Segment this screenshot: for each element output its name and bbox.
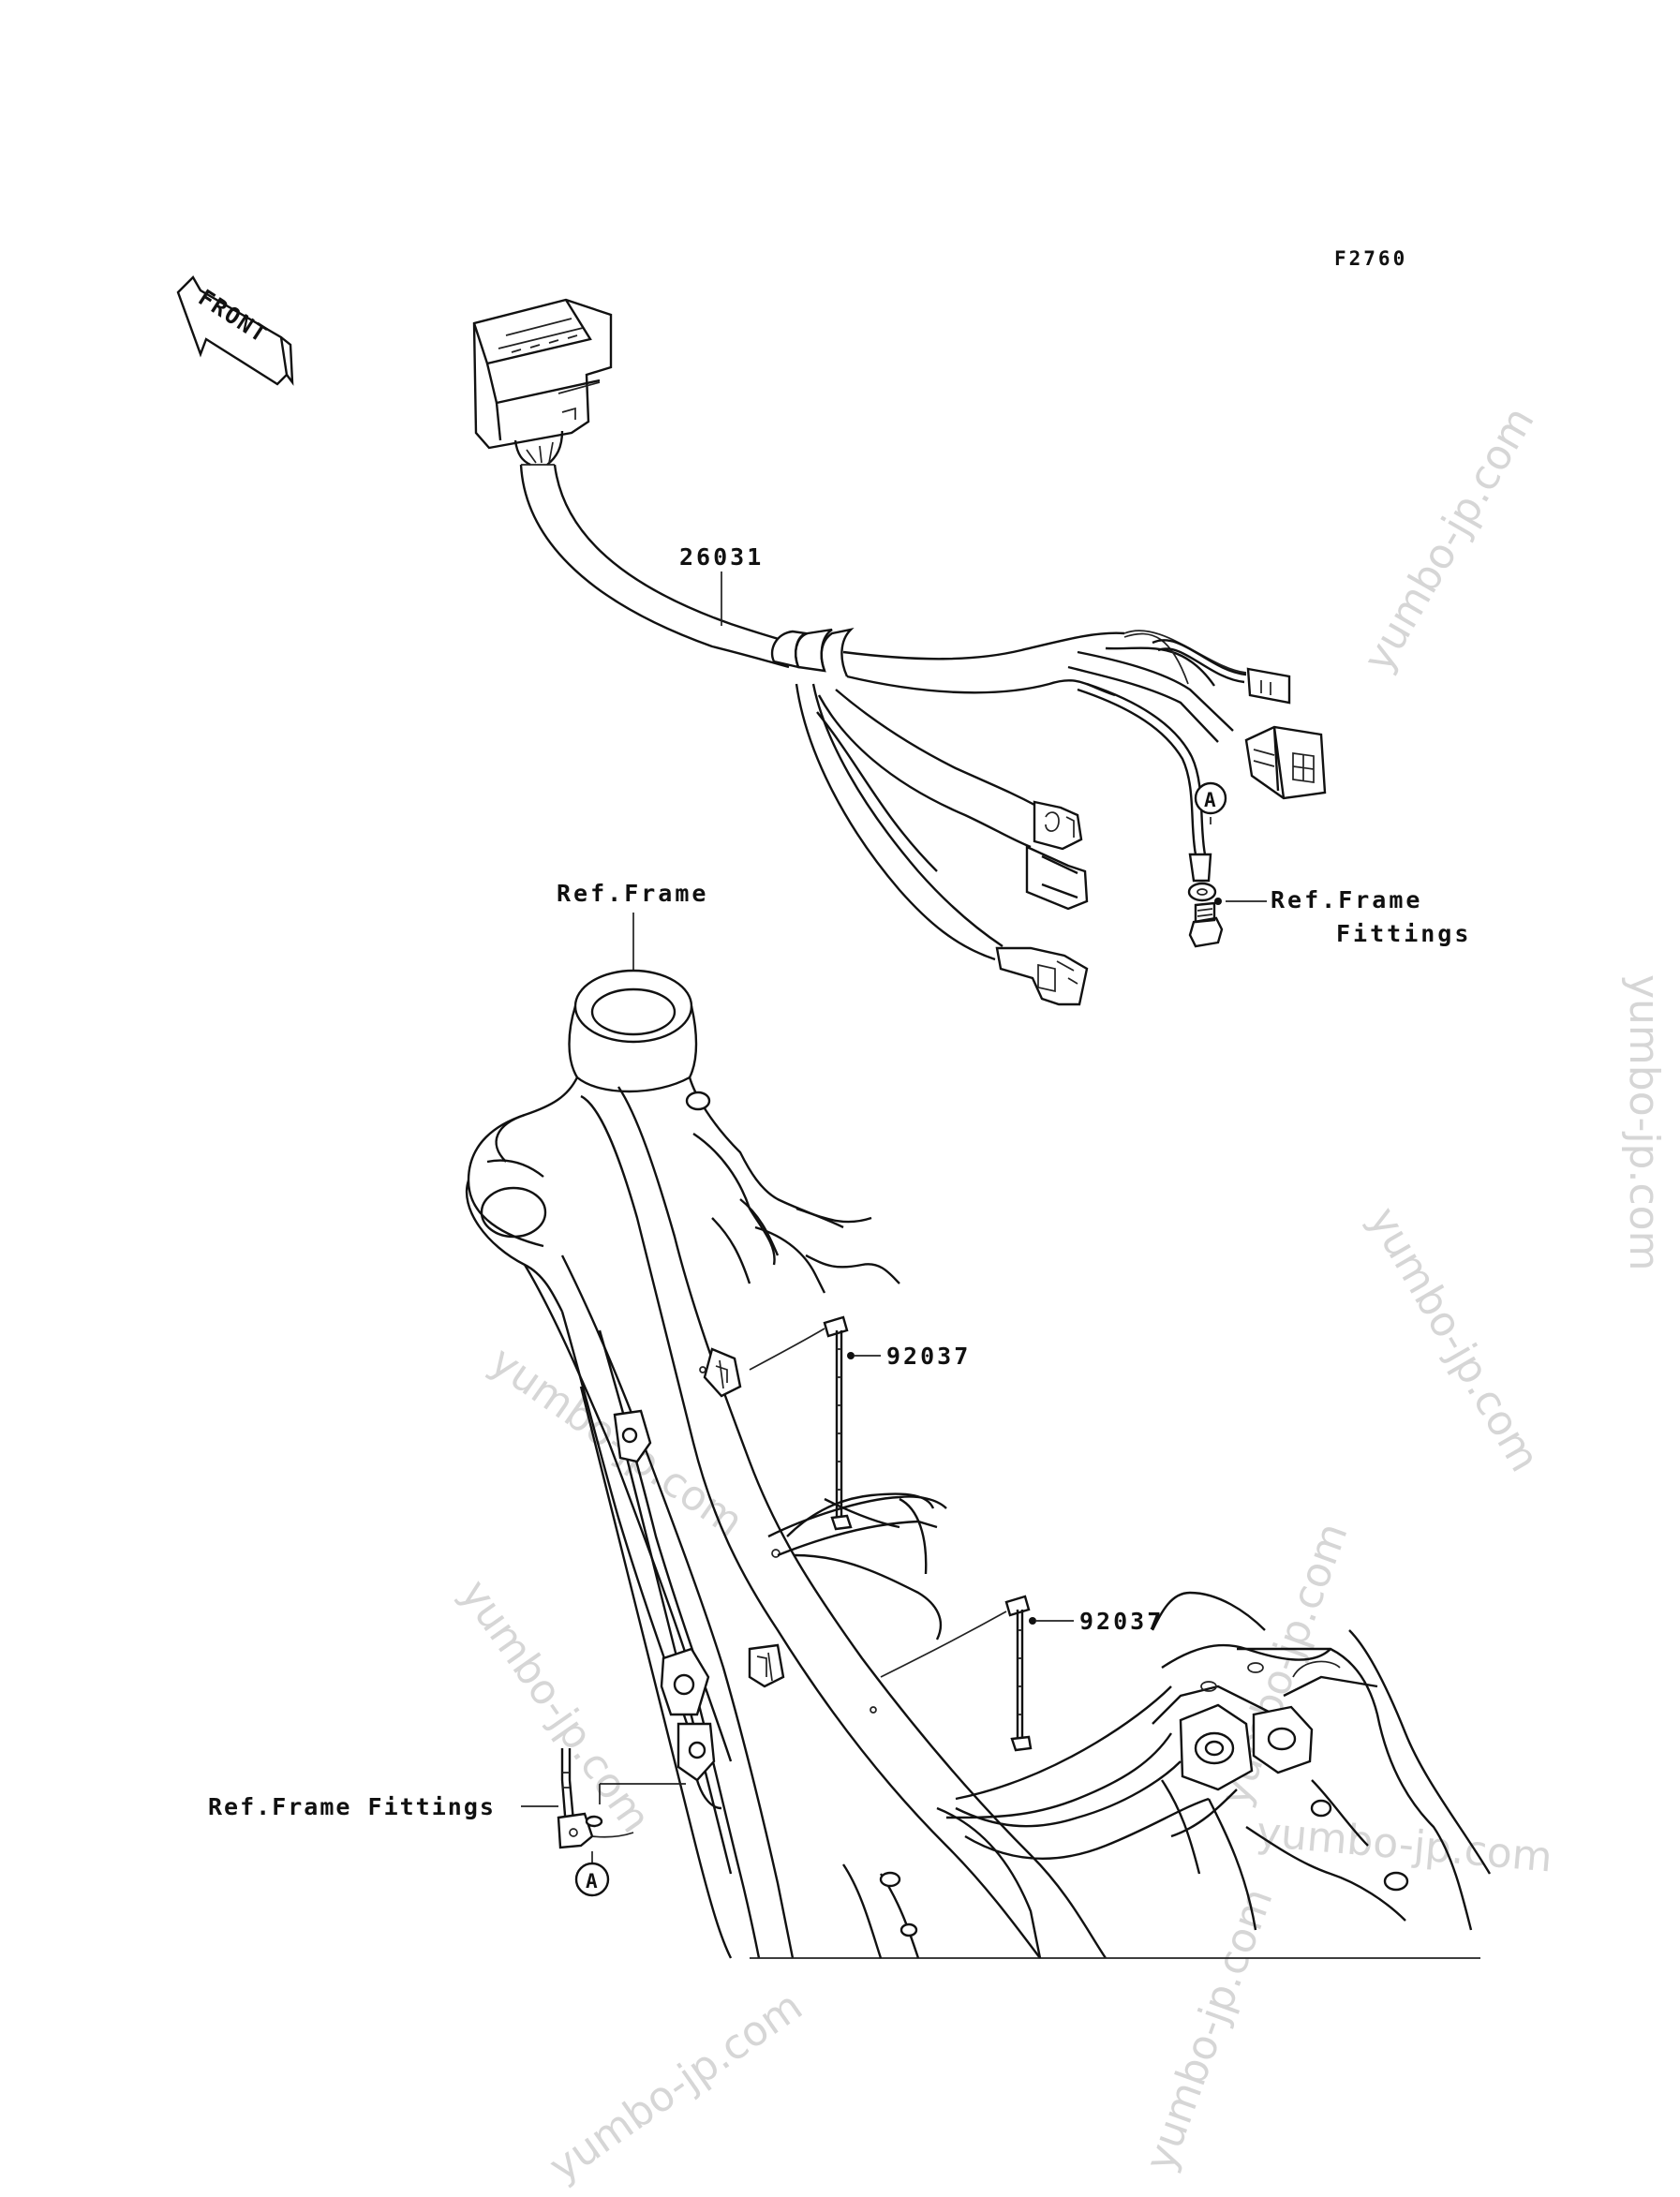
wiring-harness: A xyxy=(472,298,1327,1006)
leader-dot xyxy=(1214,898,1222,905)
watermark: yumbo-jp.com xyxy=(1255,1808,1554,1881)
clamp-92037-lower xyxy=(880,1595,1074,1752)
watermark-layer: yumbo-jp.com yumbo-jp.com yumbo-jp.com y… xyxy=(451,399,1668,2191)
ref-frame-fittings-label-top-1: Ref.Frame xyxy=(1271,886,1422,913)
ref-frame-fittings-label-top-2: Fittings xyxy=(1336,920,1471,947)
watermark: yumbo-jp.com xyxy=(1620,974,1668,1270)
motorcycle-frame xyxy=(465,969,1492,1959)
part-label-26031: 26031 xyxy=(679,543,764,571)
clamp-92037-upper xyxy=(749,1315,881,1531)
ref-frame-label: Ref.Frame xyxy=(557,880,708,907)
watermark: yumbo-jp.com xyxy=(1354,399,1543,680)
watermark: yumbo-jp.com xyxy=(541,1982,810,2191)
part-label-92037-lower: 92037 xyxy=(1079,1608,1164,1635)
part-label-92037-upper: 92037 xyxy=(886,1343,971,1370)
watermark: yumbo-jp.com xyxy=(1359,1199,1548,1480)
callout-a-bottom-label: A xyxy=(586,1870,598,1893)
ground-bracket xyxy=(557,1748,686,1849)
callout-a-bottom xyxy=(574,1862,610,1897)
watermark: yumbo-jp.com xyxy=(1136,1882,1282,2177)
callout-a-top-label: A xyxy=(1204,789,1216,811)
front-arrow-icon: FRONT xyxy=(176,275,294,386)
figure-code: F2760 xyxy=(1334,247,1407,270)
callout-a-top xyxy=(1194,781,1227,815)
ref-frame-fittings-label-left: Ref.Frame Fittings xyxy=(208,1793,496,1820)
